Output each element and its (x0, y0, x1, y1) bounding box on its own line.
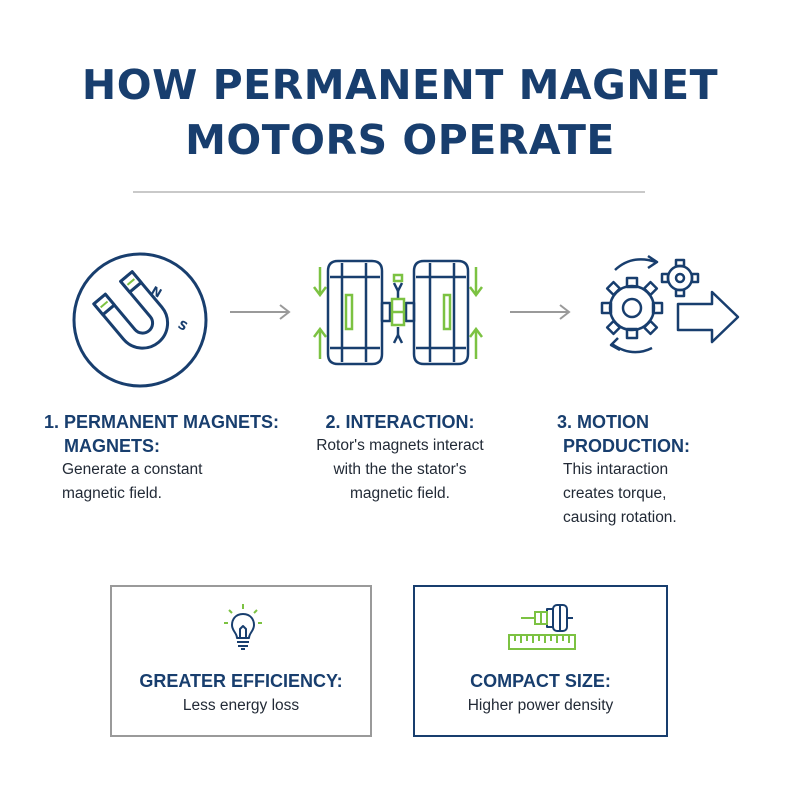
step-2-body-line-3: magnetic field. (350, 485, 450, 502)
flow-arrow-1 (230, 304, 291, 320)
step-3-heading: 3. MOTION (557, 412, 650, 432)
step-1-body-line-1: Generate a constant (62, 461, 203, 478)
step-2-body-line-2: with the the stator's (333, 461, 467, 478)
magnet-icon: N S (72, 252, 208, 388)
step-1-heading-cont: MAGNETS: (64, 436, 160, 456)
step-1-body-line-2: magnetic field. (62, 485, 162, 502)
lightbulb-icon (224, 604, 262, 650)
step-3-heading-cont: PRODUCTION: (563, 436, 690, 456)
step-3-body-line-3: causing rotation. (563, 509, 677, 526)
step-1-heading: 1. PERMANENT MAGNETS: (44, 412, 280, 432)
compact-motor-ruler-icon (508, 604, 576, 650)
step-3-body-line-1: This intaraction (563, 461, 669, 478)
page-title: HOW PERMANENT MAGNET MOTORS OPERATE (0, 58, 800, 168)
title-line-1: HOW PERMANENT MAGNET (81, 61, 719, 109)
benefit-card-compact: COMPACT SIZE: Higher power density (413, 585, 668, 737)
benefit-efficiency-heading: GREATER EFFICIENCY: (139, 671, 343, 691)
step-3-text: 3. MOTION PRODUCTION: This intaraction c… (557, 410, 777, 530)
title-line-2: MOTORS OPERATE (185, 116, 615, 164)
step-1-text: 1. PERMANENT MAGNETS: MAGNETS: Generate … (44, 410, 294, 506)
magnet-pole-n-label: N (149, 283, 165, 300)
flow-arrow-2 (510, 304, 571, 320)
magnet-pole-s-label: S (176, 317, 190, 333)
title-divider (133, 191, 645, 193)
benefit-card-efficiency: GREATER EFFICIENCY: Less energy loss (110, 585, 372, 737)
gears-rotation-icon (600, 254, 740, 354)
benefit-efficiency-body: Less energy loss (182, 697, 300, 714)
step-2-heading: 2. INTERACTION: (325, 412, 475, 432)
step-2-text: 2. INTERACTION: Rotor's magnets interact… (275, 410, 525, 506)
benefit-compact-body: Higher power density (467, 697, 614, 714)
rotor-stator-icon (313, 259, 483, 366)
benefit-compact-heading: COMPACT SIZE: (470, 671, 611, 691)
step-2-body-line-1: Rotor's magnets interact (316, 437, 484, 454)
step-3-body-line-2: creates torque, (563, 485, 667, 502)
